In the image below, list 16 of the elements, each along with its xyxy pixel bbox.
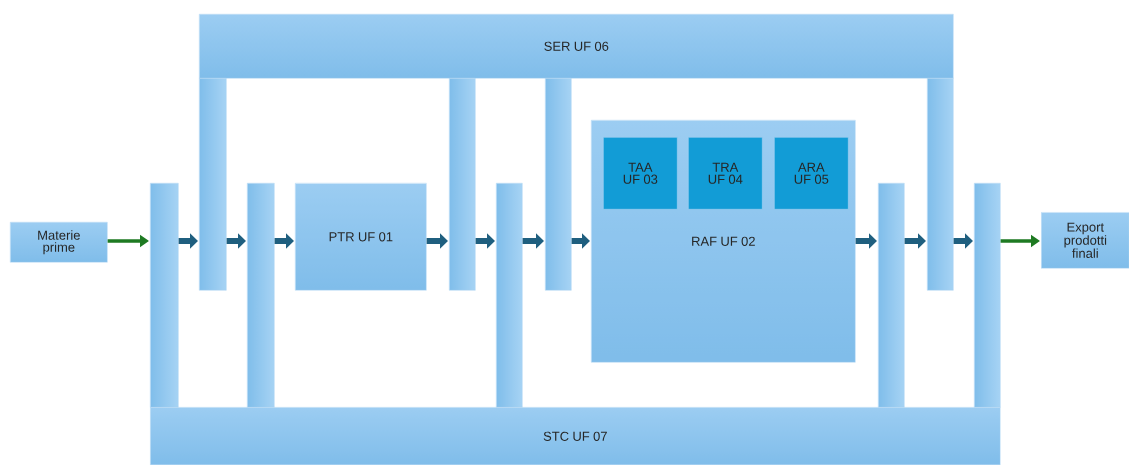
- bar: [496, 183, 523, 408]
- process-box: Materie prime: [10, 222, 108, 263]
- bar: [545, 78, 572, 291]
- unit-box: TAA UF 03: [603, 137, 678, 210]
- process-box: PTR UF 01: [295, 183, 427, 291]
- band-box: SER UF 06: [199, 14, 954, 79]
- process-box: Export prodotti finali: [1041, 212, 1129, 269]
- bar: [927, 78, 954, 291]
- bar: [878, 183, 905, 408]
- bar: [247, 183, 275, 408]
- bar: [150, 183, 179, 408]
- bar: [199, 78, 227, 291]
- bar: [449, 78, 476, 291]
- bar: [974, 183, 1001, 408]
- unit-box: TRA UF 04: [688, 137, 763, 210]
- unit-box: ARA UF 05: [774, 137, 849, 210]
